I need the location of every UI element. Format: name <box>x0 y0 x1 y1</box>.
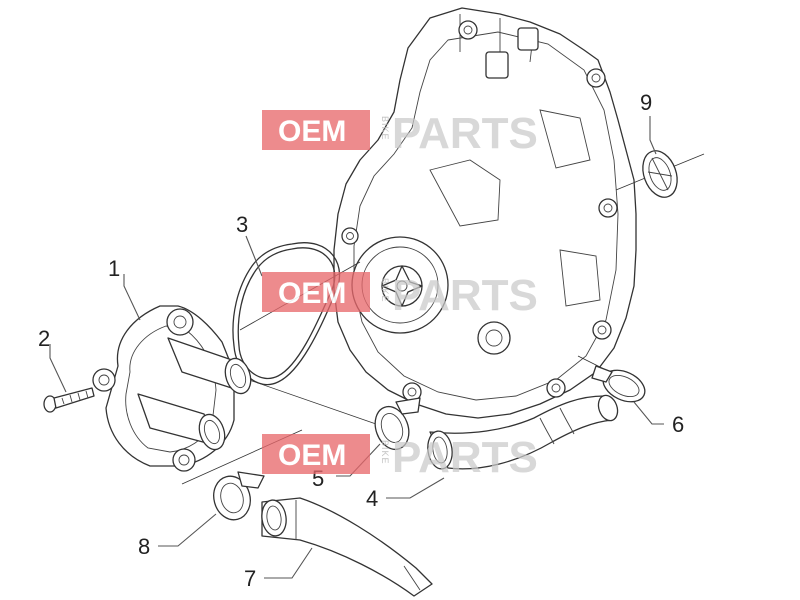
water-pump-cover-icon <box>92 305 252 472</box>
coolant-hose-icon <box>261 497 433 597</box>
coolant-hose-icon <box>427 394 619 470</box>
callout-9: 9 <box>640 90 652 115</box>
seal-ring-icon <box>642 150 678 198</box>
watermark-middle: OEM BIKE PARTS <box>262 271 538 320</box>
hose-clamp-icon <box>213 471 265 521</box>
watermark-bike-text: BIKE <box>380 440 390 465</box>
callout-1: 1 <box>108 256 120 281</box>
engine-cover-icon <box>333 7 637 419</box>
watermark-bike-text: BIKE <box>380 116 390 141</box>
watermark: OEM BIKE PARTS OEM BIKE PARTS OEM BIKE P… <box>262 109 538 482</box>
pump-impeller-icon <box>381 265 423 307</box>
watermark-oem-text: OEM <box>278 115 346 148</box>
leader-lines <box>49 116 664 579</box>
hose-clamp-icon <box>374 397 421 451</box>
watermark-parts-text: PARTS <box>392 271 538 320</box>
watermark-parts-text: PARTS <box>392 109 538 158</box>
watermark-parts-text: PARTS <box>392 433 538 482</box>
callout-4: 4 <box>366 486 378 511</box>
callout-2: 2 <box>38 326 50 351</box>
callout-6: 6 <box>672 412 684 437</box>
callout-3: 3 <box>236 212 248 237</box>
o-ring-icon <box>232 242 341 386</box>
callout-7: 7 <box>244 566 256 591</box>
watermark-bottom: OEM BIKE PARTS <box>262 433 538 482</box>
callout-8: 8 <box>138 534 150 559</box>
watermark-bike-text: BIKE <box>380 278 390 303</box>
watermark-oem-text: OEM <box>278 277 346 310</box>
hose-clamp-icon <box>591 365 646 403</box>
screw-icon <box>43 387 95 413</box>
watermark-top: OEM BIKE PARTS <box>262 109 538 158</box>
watermark-oem-text: OEM <box>278 439 346 472</box>
